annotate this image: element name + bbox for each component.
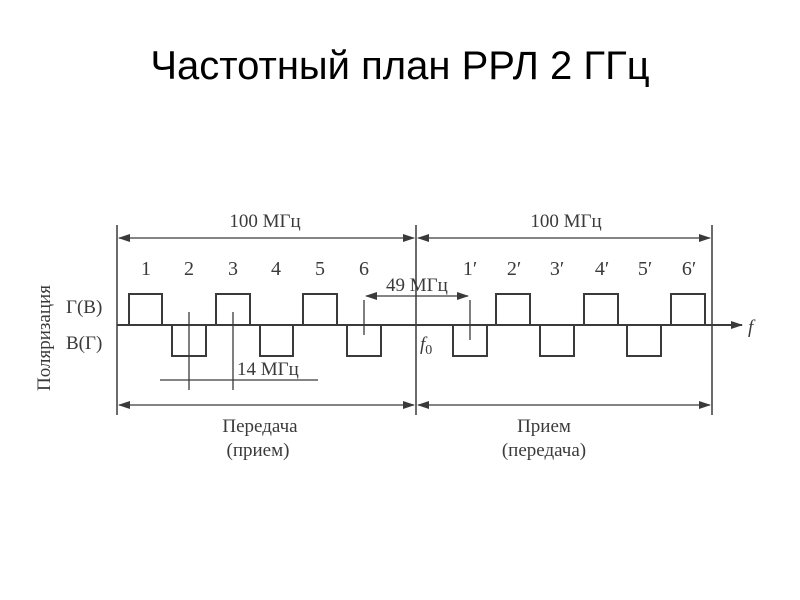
tx-channel-label-1: 1 — [141, 258, 151, 280]
gap-label: 49 МГц — [386, 275, 448, 296]
rx-channel-2-block — [495, 293, 531, 325]
tx-channel-labels: 1 2 3 4 5 6 — [141, 258, 369, 280]
rx-channel-label-2: 2′ — [507, 258, 521, 280]
tx-channel-label-4: 4 — [271, 258, 281, 280]
tx-channel-5-block — [302, 293, 338, 325]
rx-channel-1-block — [452, 325, 488, 357]
polarization-axis-label: Поляризация — [34, 285, 55, 391]
rx-channel-label-1: 1′ — [463, 258, 477, 280]
rx-channel-3-block — [539, 325, 575, 357]
polarization-bottom-label: В(Г) — [66, 333, 102, 354]
frequency-axis-label: f — [748, 317, 756, 338]
rx-channel-label-5: 5′ — [638, 258, 652, 280]
tx-channel-6-block — [346, 325, 382, 357]
tx-channel-label-6: 6 — [359, 258, 369, 280]
right-band-label-line2: (передача) — [502, 440, 586, 461]
tx-channel-4-block — [259, 325, 294, 357]
tx-channel-blocks — [128, 293, 382, 357]
tx-channel-label-2: 2 — [184, 258, 194, 280]
left-band-label-line2: (прием) — [227, 440, 290, 461]
tx-channel-label-5: 5 — [315, 258, 325, 280]
spacing-label: 14 МГц — [237, 359, 299, 380]
slide-title: Частотный план РРЛ 2 ГГц — [150, 44, 650, 88]
right-span-label: 100 МГц — [530, 211, 601, 232]
center-frequency-symbol: f — [420, 334, 428, 355]
center-frequency-subscript: 0 — [425, 343, 432, 358]
tx-channel-label-3: 3 — [228, 258, 238, 280]
right-band-label-line1: Прием — [517, 416, 571, 437]
center-frequency-label: f0 — [420, 334, 432, 358]
rx-channel-6-block — [670, 293, 706, 325]
left-band-label-line1: Передача — [222, 416, 298, 437]
rx-channel-4-block — [583, 293, 619, 325]
left-span-label: 100 МГц — [229, 211, 300, 232]
rx-channel-blocks — [452, 293, 706, 357]
rx-channel-label-3: 3′ — [550, 258, 564, 280]
polarization-top-label: Г(В) — [66, 297, 102, 318]
tx-channel-1-block — [128, 293, 163, 325]
rx-channel-label-4: 4′ — [595, 258, 609, 280]
rx-channel-labels: 1′ 2′ 3′ 4′ 5′ 6′ — [463, 258, 696, 280]
tx-channel-3-block — [215, 293, 251, 325]
rx-channel-label-6: 6′ — [682, 258, 696, 280]
rx-channel-5-block — [626, 325, 662, 357]
